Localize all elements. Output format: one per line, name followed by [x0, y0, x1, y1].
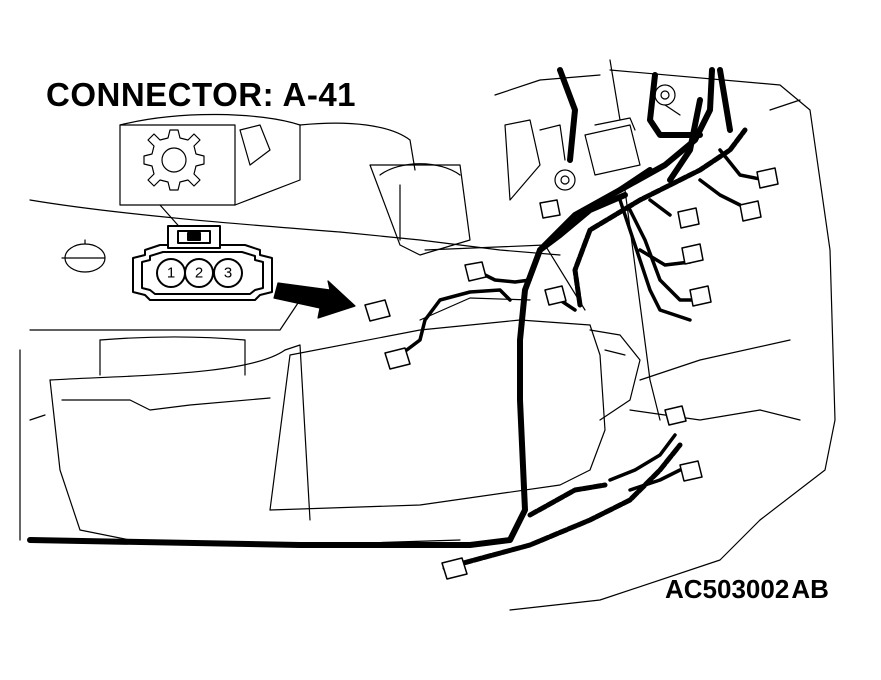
- figure-code: AC503002AB: [663, 574, 829, 605]
- pointer-arrow: [273, 280, 356, 319]
- branch-wires: [398, 148, 767, 492]
- figure-code-suffix: AB: [791, 574, 829, 604]
- clip-icon: [61, 239, 106, 273]
- dashed-harness: [442, 127, 748, 571]
- body-panels: [19, 59, 836, 611]
- connector-pin-2-label: 2: [195, 265, 203, 282]
- figure-code-number: AC503002: [665, 574, 790, 604]
- bolt-icon: [554, 84, 681, 191]
- connector-pin-3: [213, 258, 243, 288]
- wiring-harness: [27, 67, 733, 548]
- connector-pin-1-label: 1: [167, 265, 175, 282]
- harness-connectors: [364, 167, 779, 580]
- connector-pin-3-label: 3: [224, 265, 232, 282]
- connector-a41: [132, 225, 273, 301]
- gear-icon: [143, 129, 205, 191]
- connector-title: CONNECTOR: A-41: [46, 76, 357, 113]
